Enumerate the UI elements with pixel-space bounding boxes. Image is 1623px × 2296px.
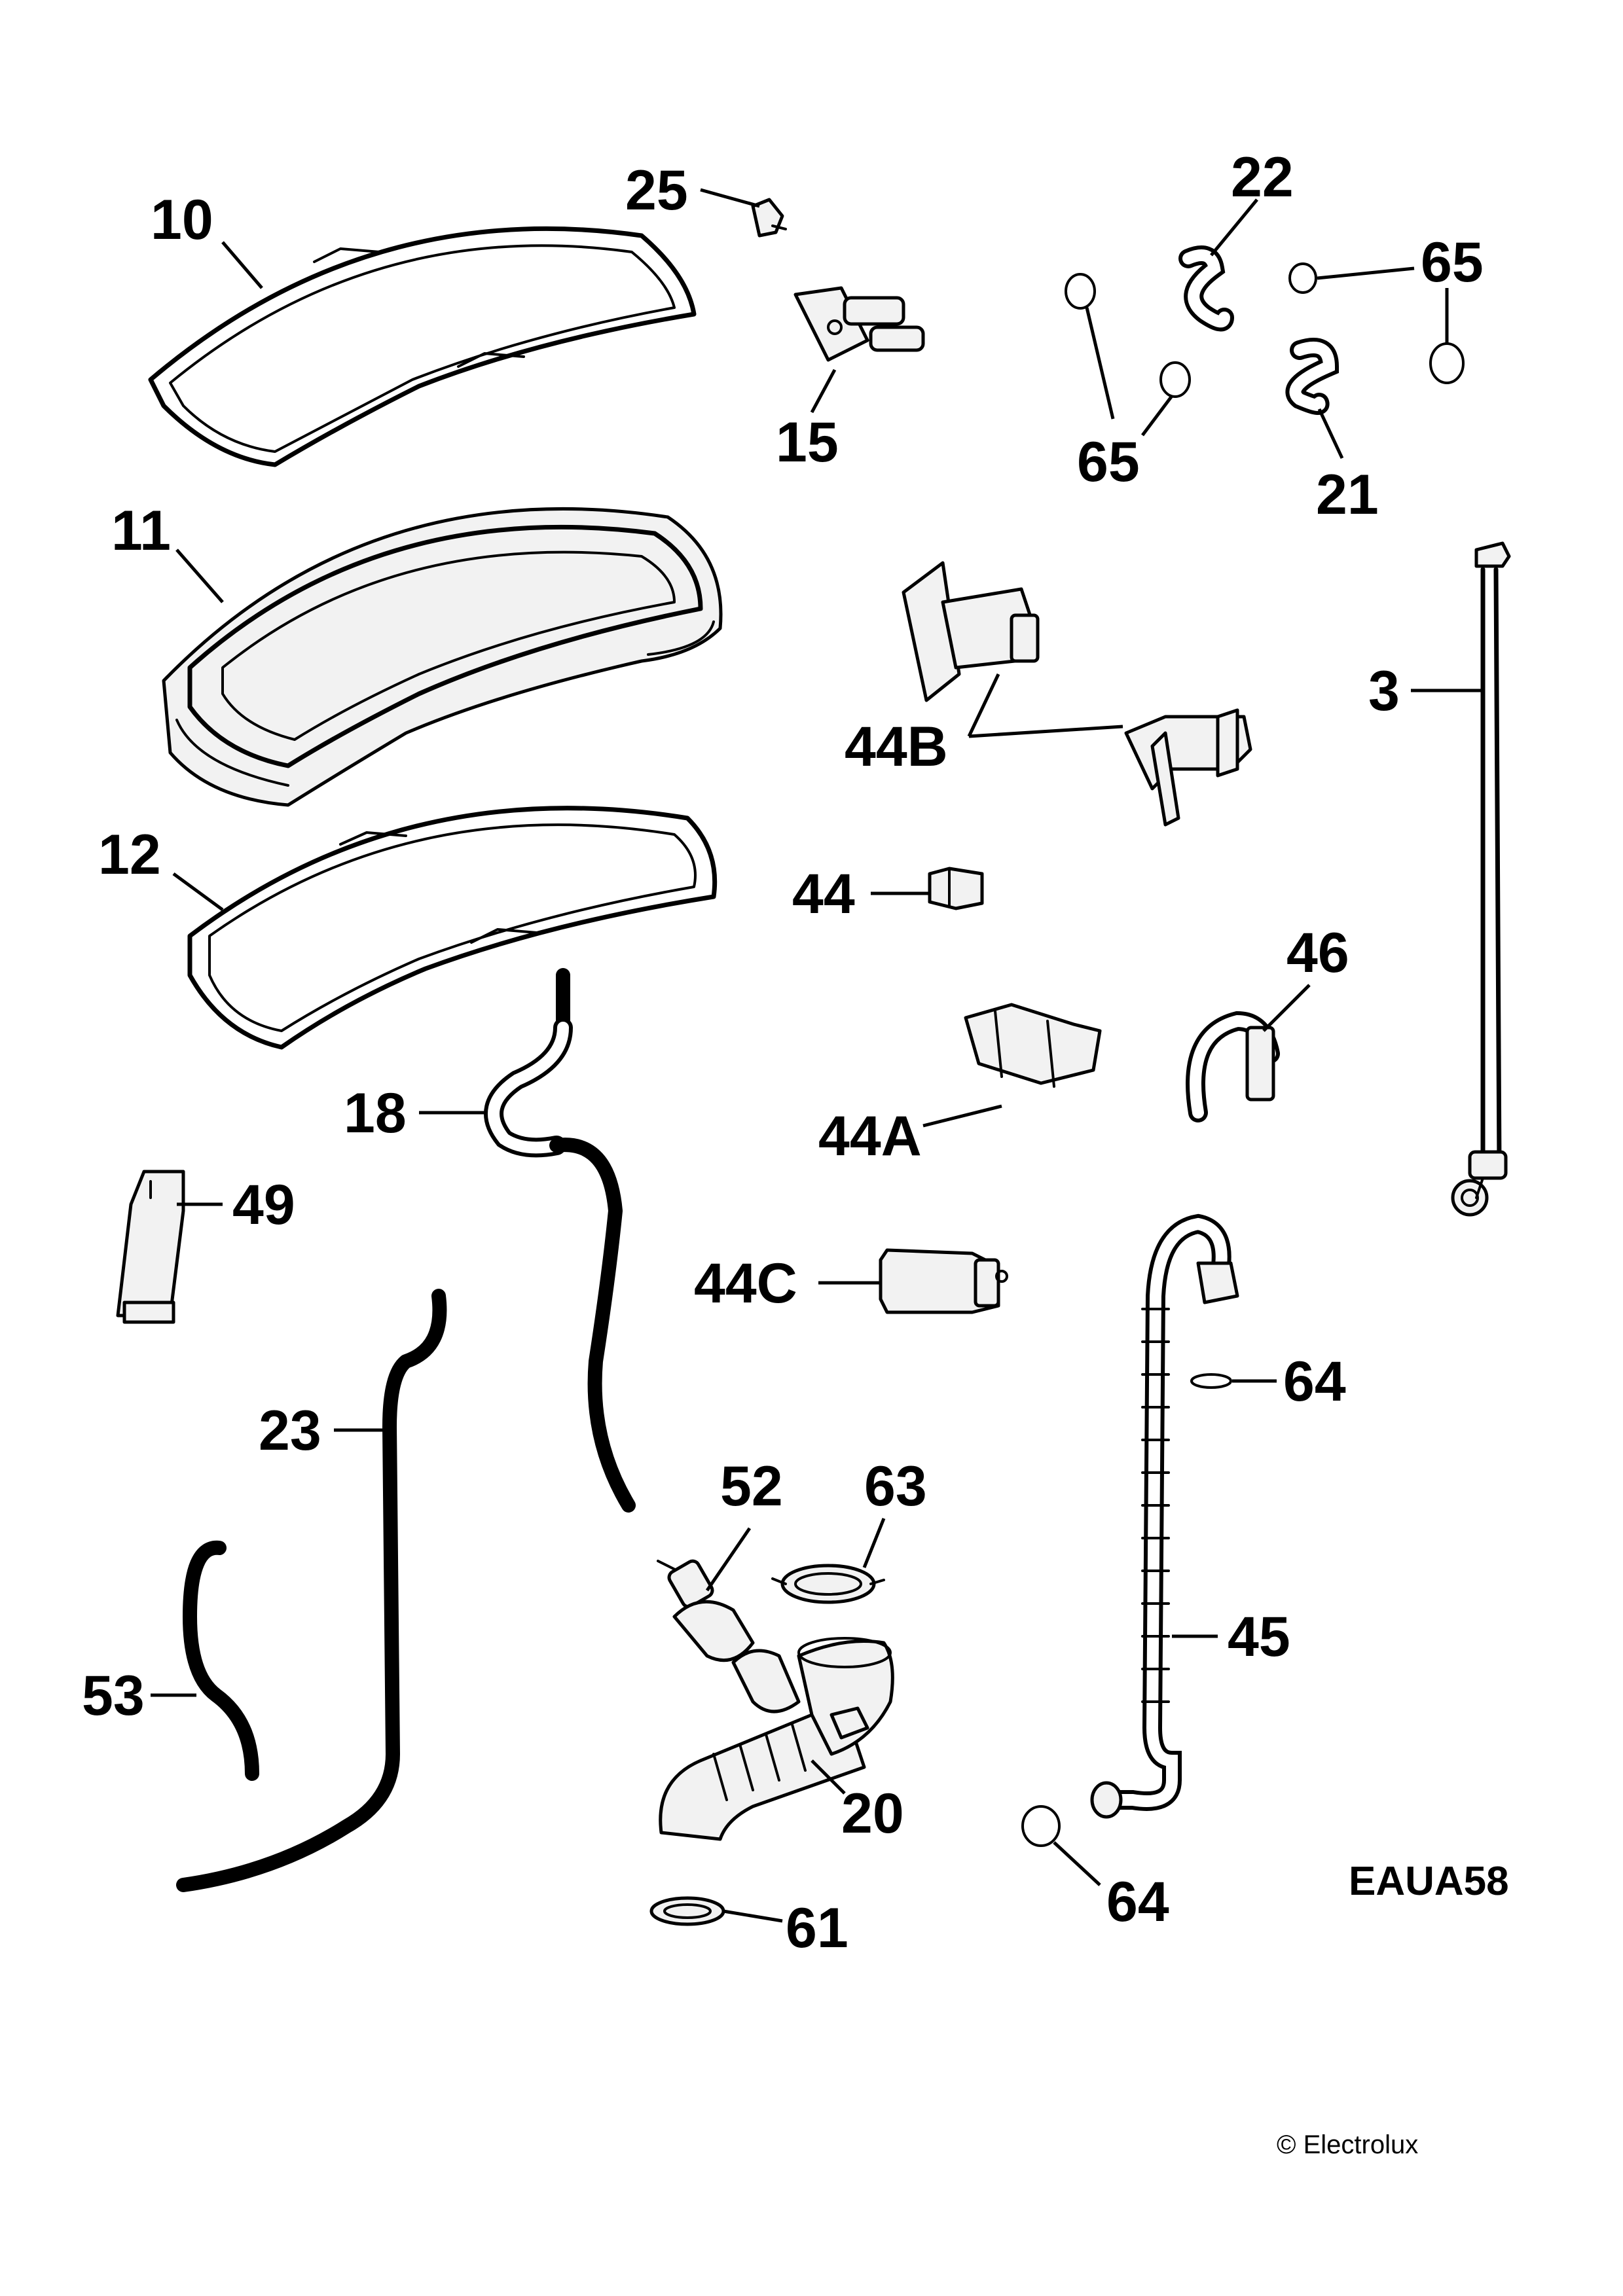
label-64b: 64	[1106, 1871, 1169, 1933]
leader-63	[862, 1518, 886, 1568]
leader-65a	[1085, 307, 1115, 420]
label-22: 22	[1231, 146, 1294, 209]
leader-12	[172, 872, 224, 912]
part-64-clamps	[1021, 1373, 1232, 1847]
label-12: 12	[98, 823, 161, 886]
leader-15	[810, 368, 837, 414]
part-20-sump-hose	[659, 1637, 894, 1841]
leader-21	[1317, 408, 1344, 459]
label-65a: 65	[1077, 431, 1140, 493]
leader-52	[705, 1527, 752, 1592]
leader-22	[1210, 198, 1258, 257]
label-46: 46	[1286, 922, 1349, 984]
leader-46	[1262, 984, 1311, 1032]
leader-20	[811, 1759, 846, 1795]
part-52-pressure-chamber	[657, 1559, 801, 1713]
label-52: 52	[720, 1455, 783, 1518]
label-10: 10	[151, 188, 213, 251]
label-20: 20	[841, 1782, 904, 1845]
label-15: 15	[776, 411, 839, 474]
part-46-hose-guide	[1186, 1011, 1280, 1122]
part-11-door-bellows	[162, 507, 723, 807]
label-53: 53	[82, 1664, 145, 1727]
leader-44a	[922, 1104, 1002, 1128]
part-45-drain-hose	[1090, 1213, 1239, 1819]
leader-44b-1	[967, 673, 1000, 738]
part-44-clip	[928, 867, 984, 910]
part-63-clamp	[771, 1564, 885, 1604]
label-49: 49	[232, 1174, 295, 1236]
label-44: 44	[792, 863, 855, 925]
label-61: 61	[786, 1897, 848, 1960]
leader-44b-2	[968, 725, 1123, 738]
part-10-seal-ring	[148, 226, 697, 467]
part-12-seal-ring	[187, 806, 718, 1050]
label-25: 25	[625, 159, 688, 222]
label-63: 63	[864, 1455, 927, 1518]
part-3-rod	[1451, 541, 1511, 1217]
label-64a: 64	[1283, 1350, 1346, 1413]
part-44b-holders	[902, 561, 1252, 827]
leader-65b	[1317, 266, 1415, 280]
label-45: 45	[1228, 1605, 1290, 1668]
part-22-small-hose	[1178, 245, 1234, 332]
part-65-clamps	[1065, 262, 1465, 398]
label-23: 23	[259, 1399, 321, 1462]
part-44a-holder	[964, 1003, 1102, 1088]
label-44a: 44A	[818, 1105, 922, 1168]
part-49-bracket	[116, 1170, 185, 1324]
leader-25	[700, 188, 760, 208]
label-65b: 65	[1421, 231, 1484, 294]
leader-10	[221, 241, 263, 289]
leader-61	[723, 1909, 783, 1923]
part-61-clamp	[649, 1896, 725, 1926]
label-44c: 44C	[694, 1252, 797, 1315]
label-21: 21	[1316, 463, 1379, 526]
label-3: 3	[1368, 660, 1400, 723]
leader-11	[175, 548, 224, 603]
part-21-small-hose	[1285, 338, 1340, 415]
drawing-code: EAUA58	[1349, 1859, 1509, 1904]
leader-65a2	[1141, 395, 1173, 437]
part-53-short-hose	[183, 1540, 259, 1781]
label-11: 11	[111, 499, 171, 562]
part-25-screw	[751, 198, 787, 238]
part-18-hose	[484, 968, 636, 1513]
part-23-long-hose	[176, 1289, 447, 1892]
part-15-door-interlock	[793, 286, 925, 362]
leader-64b	[1053, 1841, 1101, 1886]
copyright-text: © Electrolux	[1277, 2130, 1418, 2159]
label-18: 18	[344, 1082, 407, 1145]
label-44b: 44B	[845, 715, 948, 778]
part-44c-clip	[879, 1248, 1008, 1314]
